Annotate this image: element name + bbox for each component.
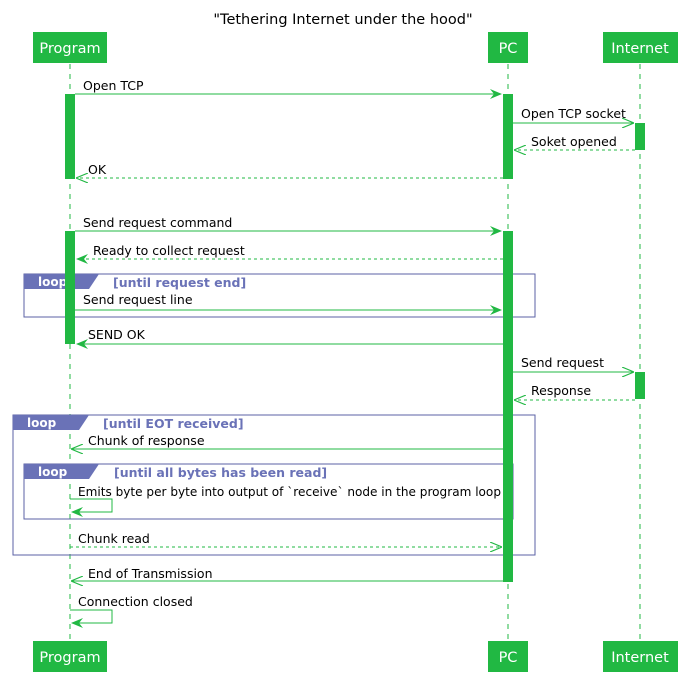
self-message-arrow xyxy=(70,498,113,517)
loop-tab-label: loop xyxy=(38,465,68,479)
message-label: Emits byte per byte into output of `rece… xyxy=(78,484,501,499)
participant-label: Internet xyxy=(611,41,669,57)
participant-program-bottom: Program xyxy=(33,641,107,672)
activation-internet xyxy=(635,123,645,150)
message-label: Open TCP socket xyxy=(521,106,626,121)
loop-frame xyxy=(23,273,536,318)
loop-condition: [until EOT received] xyxy=(103,416,244,431)
self-message-arrow xyxy=(70,609,113,628)
participant-label: PC xyxy=(499,650,518,666)
message-label: Response xyxy=(531,383,591,398)
message-label: Ready to collect request xyxy=(93,243,245,258)
activation-program xyxy=(65,231,75,344)
participant-internet-top: Internet xyxy=(603,32,678,63)
activation-pc xyxy=(503,94,513,179)
message-label: OK xyxy=(88,162,107,177)
message-label: Soket opened xyxy=(531,134,617,149)
loop-condition: [until request end] xyxy=(113,275,246,290)
activations xyxy=(65,94,645,582)
loop-frame xyxy=(12,414,536,556)
participant-label: Program xyxy=(39,650,100,666)
messages xyxy=(70,89,635,628)
participant-label: PC xyxy=(499,41,518,57)
message-label: Open TCP xyxy=(83,78,144,93)
loop-tab-label: loop xyxy=(27,416,57,430)
loop-tab-label: loop xyxy=(38,275,68,289)
activation-program xyxy=(65,94,75,179)
message-label: End of Transmission xyxy=(88,566,213,581)
activation-pc xyxy=(503,231,513,582)
participant-program-top: Program xyxy=(33,32,107,63)
activation-internet xyxy=(635,372,645,399)
participant-label: Program xyxy=(39,41,100,57)
message-label: Connection closed xyxy=(78,594,193,609)
participant-label: Internet xyxy=(611,650,669,666)
loop-tab xyxy=(24,274,99,289)
loop-all-bytes-read: loop [until all bytes has been read] xyxy=(23,463,514,520)
loop-eot-received: loop [until EOT received] xyxy=(12,414,536,556)
loop-tab xyxy=(13,415,89,430)
message-labels: Open TCP Open TCP socket Soket opened OK… xyxy=(78,78,626,609)
loop-tab xyxy=(24,464,99,479)
diagram-title: "Tethering Internet under the hood" xyxy=(213,12,472,28)
message-label: Chunk read xyxy=(78,531,150,546)
loop-condition: [until all bytes has been read] xyxy=(114,465,327,480)
message-label: Send request xyxy=(521,355,604,370)
message-label: Chunk of response xyxy=(88,433,205,448)
message-label: Send request line xyxy=(83,292,193,307)
participant-pc-bottom: PC xyxy=(488,641,528,672)
loop-request-end: loop [until request end] xyxy=(23,273,536,318)
message-label: Send request command xyxy=(83,215,232,230)
participant-pc-top: PC xyxy=(488,32,528,63)
message-label: SEND OK xyxy=(88,327,146,342)
participant-internet-bottom: Internet xyxy=(603,641,678,672)
